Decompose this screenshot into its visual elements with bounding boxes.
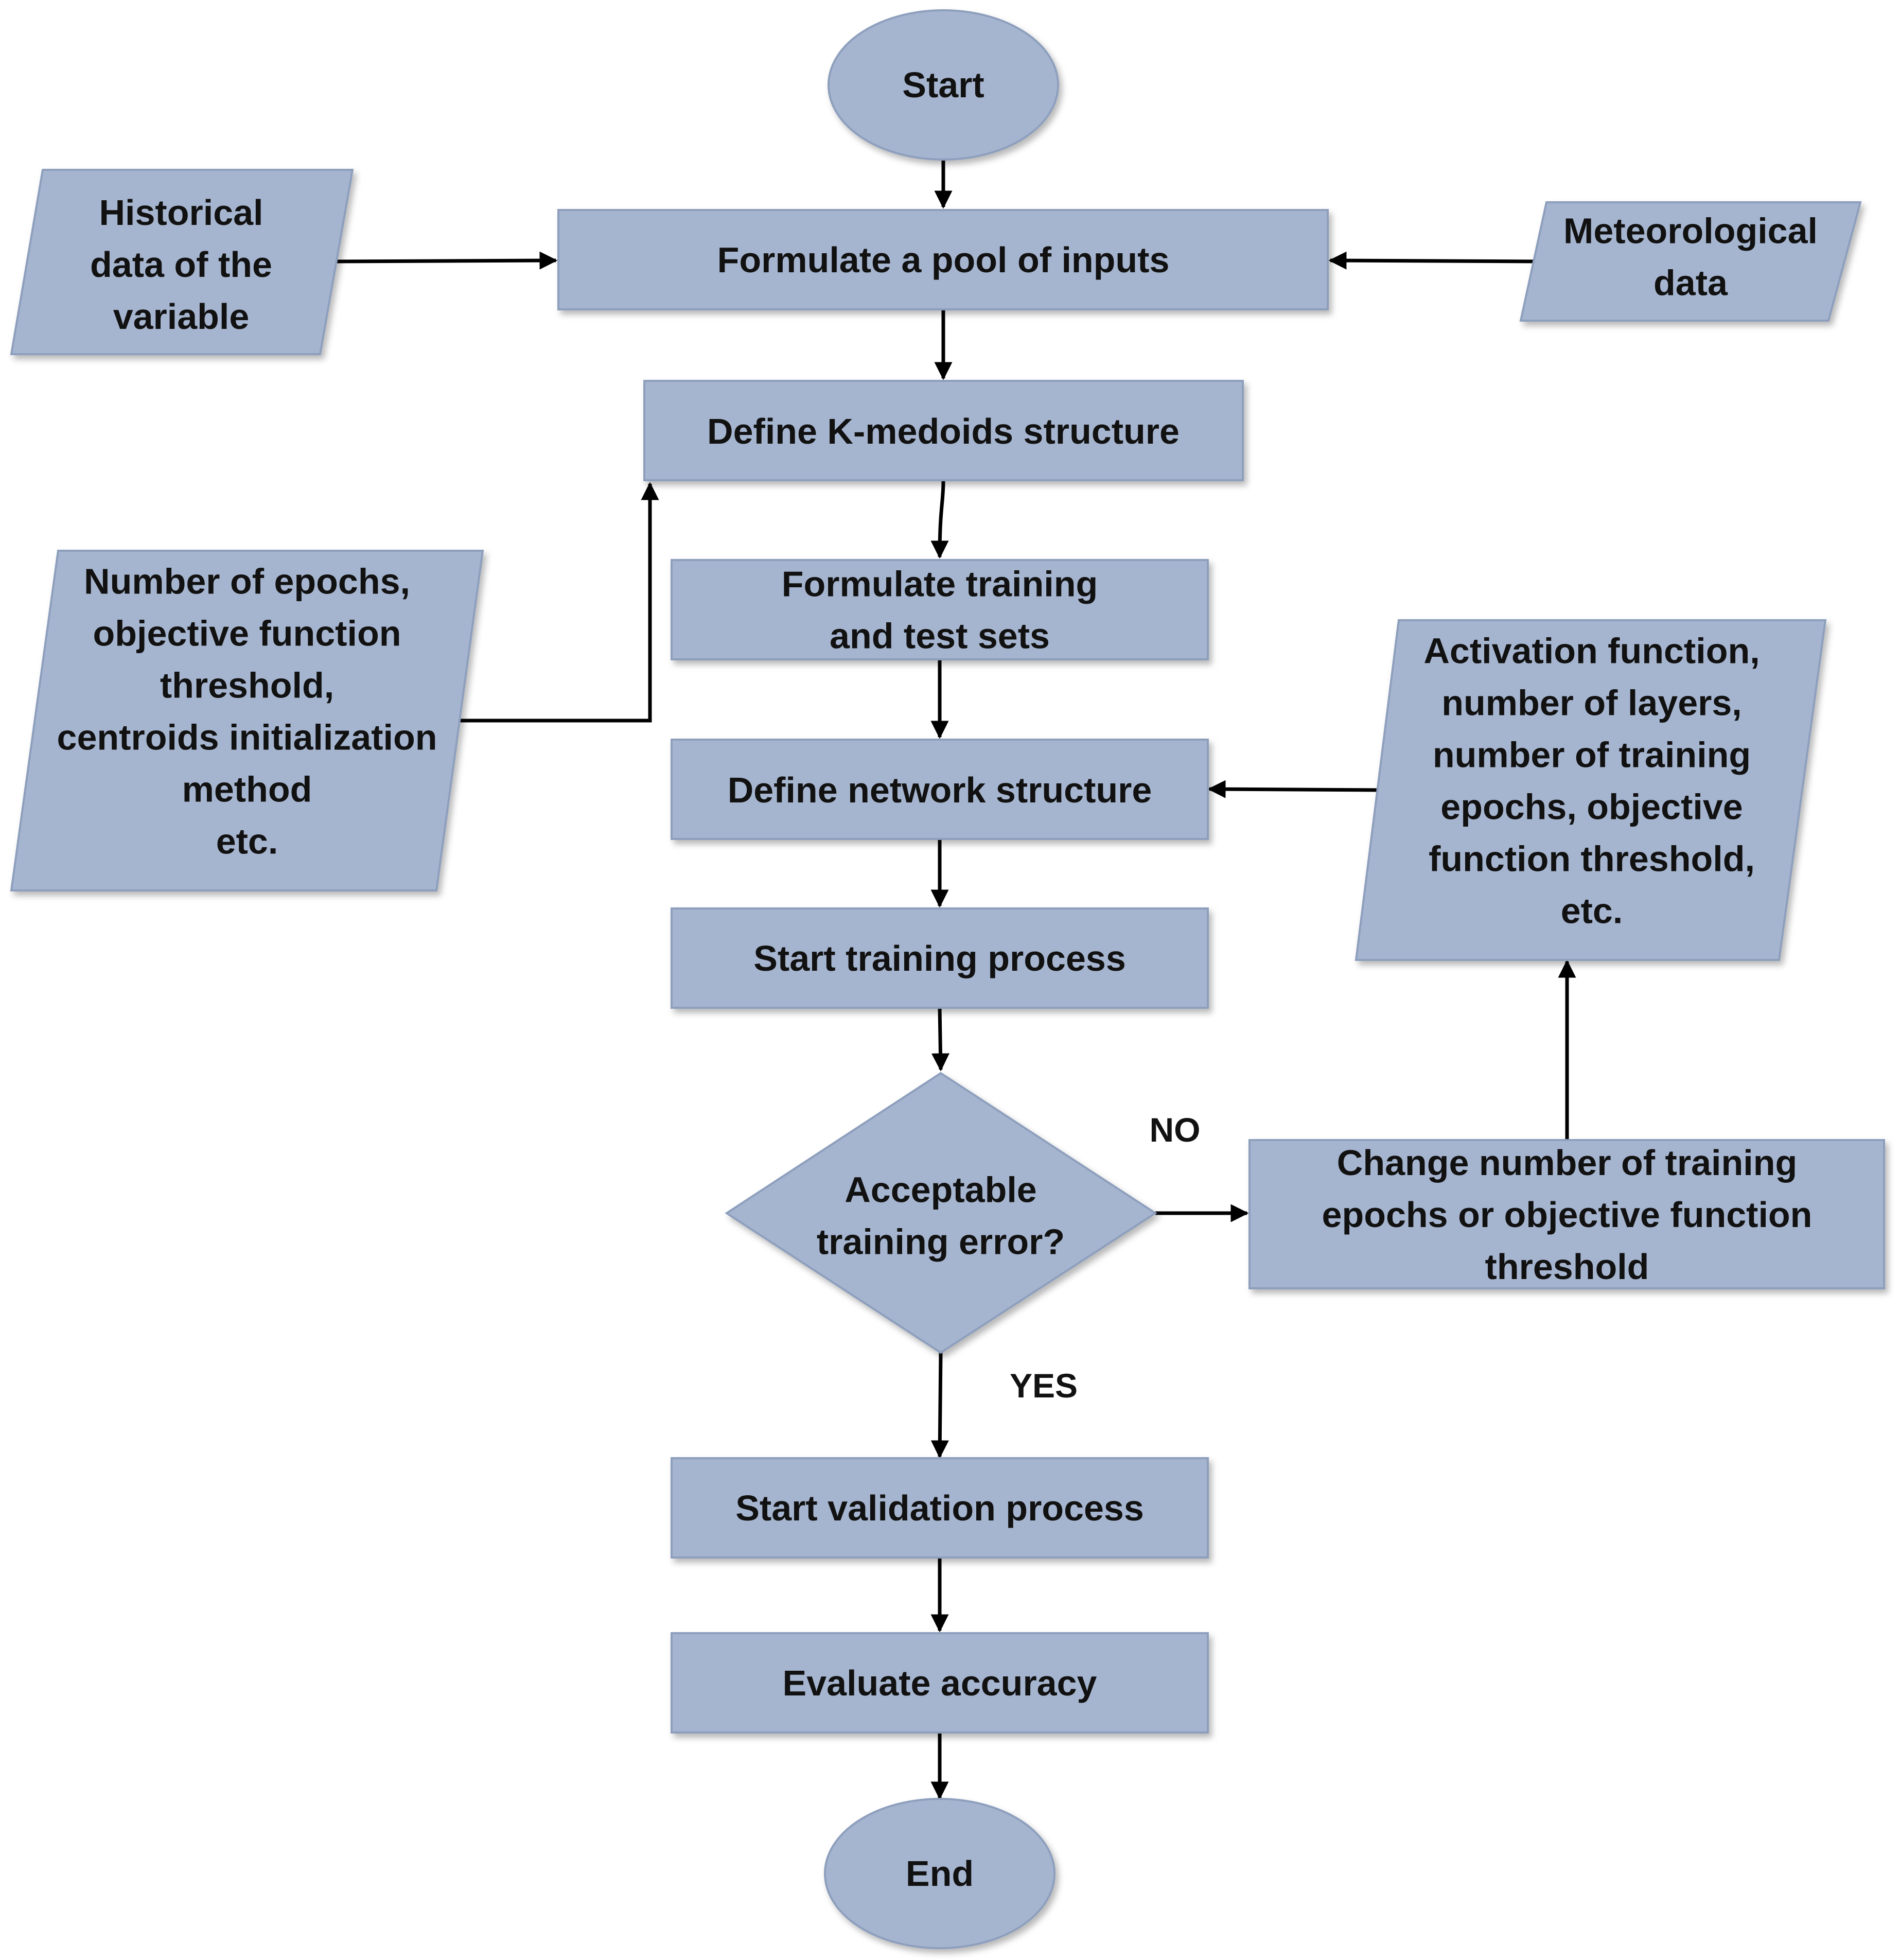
label-line: number of layers,: [1441, 683, 1742, 723]
label-line: training error?: [817, 1222, 1065, 1262]
formulate-train-test-process: [671, 559, 1209, 660]
network-params-label: Activation function, number of layers, num…: [1423, 631, 1760, 931]
label-line: Meteorological: [1563, 211, 1818, 251]
label-line: Start training process: [753, 938, 1126, 978]
label-line: Define K-medoids structure: [707, 411, 1180, 451]
label-line: Formulate training: [782, 564, 1098, 604]
define-kmedoids-process: [643, 380, 1244, 481]
meteorological-data-input: [1519, 201, 1862, 322]
yes-branch-label: YES: [1010, 1367, 1078, 1405]
historical-data-input: [10, 169, 354, 355]
label-line: Define network structure: [728, 770, 1152, 810]
connectors: [334, 159, 1576, 1800]
label-line: etc.: [1561, 891, 1623, 931]
no-branch-label: NO: [1150, 1111, 1201, 1149]
label-line: data of the: [90, 244, 272, 285]
acceptable-error-label: Acceptable training error?: [817, 1170, 1065, 1262]
label-line: function threshold,: [1429, 839, 1755, 879]
node-labels: Start Historical data of the variable Form…: [57, 65, 1818, 1894]
arrow-params-right-to-network: [1207, 780, 1380, 798]
arrow-kmedoids-to-train-test: [930, 481, 949, 559]
acceptable-error-decision: [725, 1072, 1157, 1354]
define-kmedoids-label: Define K-medoids structure: [707, 411, 1180, 451]
evaluate-accuracy-label: Evaluate accuracy: [783, 1663, 1097, 1703]
label-line: threshold: [1485, 1247, 1649, 1287]
evaluate-accuracy-process: [671, 1632, 1209, 1734]
historical-data-label: Historical data of the variable: [90, 192, 272, 337]
formulate-pool-label: Formulate a pool of inputs: [717, 240, 1170, 280]
change-params-process: [1248, 1139, 1885, 1289]
label-line: epochs or objective function: [1322, 1195, 1813, 1235]
define-network-label: Define network structure: [728, 770, 1152, 810]
label-line: Activation function,: [1423, 631, 1760, 671]
label-line: Historical: [99, 192, 263, 233]
start-label: Start: [902, 65, 984, 105]
end-terminal: [824, 1798, 1055, 1949]
label-line: objective function: [93, 614, 401, 654]
start-terminal: [828, 9, 1059, 161]
branch-labels: NO YES: [1010, 1111, 1201, 1405]
label-line: Start validation process: [735, 1488, 1144, 1528]
start-validation-label: Start validation process: [735, 1488, 1144, 1528]
arrow-historical-to-pool: [334, 251, 558, 270]
define-network-process: [671, 739, 1209, 840]
label-line: and test sets: [830, 616, 1050, 656]
shapes: [10, 9, 1885, 1949]
label-line: End: [906, 1853, 974, 1894]
label-line: data: [1653, 263, 1728, 303]
label-line: Change number of training: [1337, 1143, 1797, 1183]
label-line: epochs, objective: [1440, 787, 1743, 827]
label-line: Start: [902, 65, 984, 105]
label-line: threshold,: [160, 666, 334, 706]
arrow-training-to-decision: [931, 1007, 949, 1072]
label-line: Number of epochs,: [84, 562, 410, 602]
kmedoids-params-label: Number of epochs, objective function thres…: [57, 562, 437, 862]
formulate-train-test-label: Formulate training and test sets: [782, 564, 1098, 656]
arrow-meteo-to-pool: [1328, 251, 1539, 270]
label-line: Acceptable: [845, 1170, 1036, 1210]
label-line: Formulate a pool of inputs: [717, 240, 1170, 280]
start-training-label: Start training process: [753, 938, 1126, 978]
end-label: End: [906, 1853, 974, 1894]
label-line: Evaluate accuracy: [783, 1663, 1097, 1703]
formulate-pool-process: [557, 209, 1329, 310]
start-training-process: [671, 907, 1209, 1009]
arrow-params-left-to-kmedoids: [458, 482, 659, 723]
start-validation-process: [671, 1457, 1209, 1559]
network-params-input: [1354, 619, 1827, 961]
label-line: variable: [113, 296, 250, 337]
label-line: etc.: [216, 821, 278, 862]
kmedoids-params-input: [10, 550, 484, 891]
label-line: number of training: [1433, 735, 1751, 775]
arrow-decision-yes-to-validation: [930, 1352, 949, 1459]
change-params-label: Change number of training epochs or objec…: [1322, 1143, 1813, 1287]
label-line: centroids initialization: [57, 717, 437, 758]
label-line: method: [182, 769, 312, 810]
meteorological-data-label: Meteorological data: [1563, 211, 1818, 303]
